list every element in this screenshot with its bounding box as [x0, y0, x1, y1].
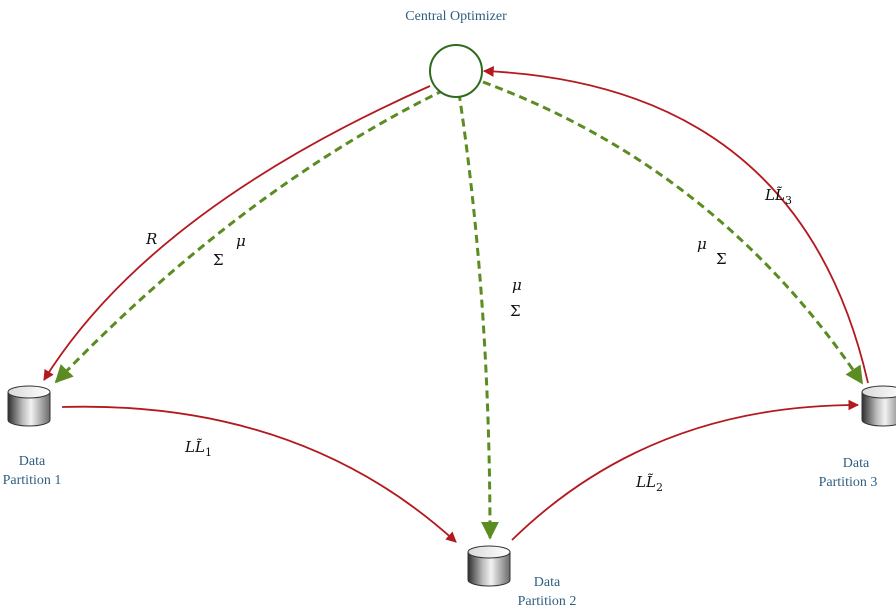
edge-label-ll1-base: L [184, 438, 195, 456]
edge-label-mu-1: μ [236, 232, 246, 250]
database-cylinder-icon [861, 385, 896, 427]
arrow-ll2-partition2-to-partition3 [511, 399, 860, 541]
partition-1-label-line1: Data [19, 454, 46, 469]
edge-label-ll1-sub: 1 [205, 446, 212, 459]
edge-label-mu-2: μ [512, 276, 522, 294]
edge-label-ll2-sub: 2 [656, 481, 663, 494]
edge-label-ll2-tilde: L̃ [645, 473, 656, 491]
edge-label-sigma-1: Σ [213, 251, 224, 269]
edge-label-ll3-tilde: L̃ [774, 186, 785, 204]
arrow-mu-sigma-to-partition1 [54, 88, 445, 384]
edge-label-sigma-2: Σ [510, 302, 521, 320]
optimizer-node-circle-icon [429, 44, 483, 98]
arrow-ll3-partition3-to-optimizer [482, 66, 869, 384]
arrow-ll1-partition1-to-partition2 [61, 405, 457, 543]
partition-3-label-line1: Data [843, 456, 870, 471]
edge-label-ll1-tilde: L̃ [194, 438, 205, 456]
edge-label-ll2-base: L [635, 473, 646, 491]
data-partition-3: Data Partition 3 [819, 385, 896, 490]
partition-2-label-line1: Data [534, 575, 561, 590]
edge-label-ll3-base: L [764, 186, 775, 204]
edge-label-ll3-sub: 3 [785, 194, 792, 207]
edge-label-r: R [145, 230, 157, 248]
partition-3-label-line2: Partition 3 [819, 475, 878, 490]
edge-label-sigma-3: Σ [716, 250, 727, 268]
data-partition-2: Data Partition 2 [467, 545, 577, 609]
partition-2-label-line2: Partition 2 [518, 594, 577, 609]
central-optimizer-node: Central Optimizer [405, 9, 507, 98]
central-optimizer-label: Central Optimizer [405, 9, 507, 24]
edge-label-ll3: LL̃3 [764, 186, 792, 207]
edge-label-mu-3: μ [697, 235, 707, 253]
partition-1-label-line2: Partition 1 [3, 473, 62, 488]
arrow-mu-sigma-to-partition3 [482, 80, 864, 385]
database-cylinder-icon [467, 545, 511, 587]
arrow-r-optimizer-to-partition1 [43, 85, 431, 381]
data-partition-1: Data Partition 1 [3, 385, 62, 488]
database-cylinder-icon [7, 385, 51, 427]
arrow-mu-sigma-to-partition2 [457, 92, 499, 540]
edge-label-ll2: LL̃2 [635, 473, 663, 494]
edge-label-ll1: LL̃1 [184, 438, 212, 459]
